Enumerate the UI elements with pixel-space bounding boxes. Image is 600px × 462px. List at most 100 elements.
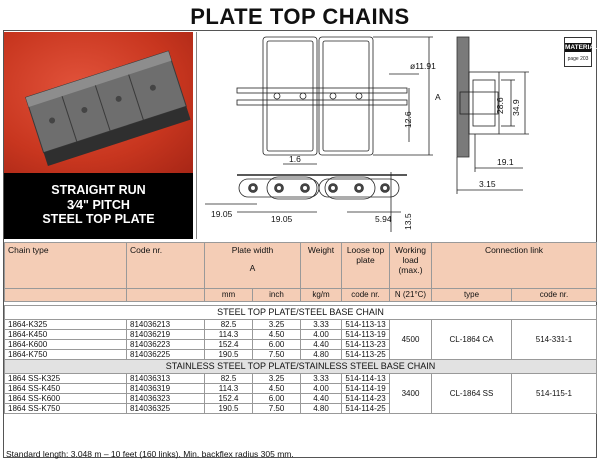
cell-mm: 114.3 (204, 329, 253, 340)
cell-kgm: 3.33 (300, 373, 342, 384)
dim-plate-width: A (435, 92, 441, 102)
section-title-stainless: STAINLESS STEEL TOP PLATE/STAINLESS STEE… (4, 359, 597, 374)
cell-inch: 3.25 (252, 373, 301, 384)
cell-mm: 152.4 (204, 339, 253, 350)
cell-mm: 190.5 (204, 403, 253, 414)
cell-code: 814036323 (126, 393, 205, 404)
cell-chain: 1864-K325 (4, 319, 127, 330)
dim-19-05-b: 19.05 (271, 214, 293, 224)
header-working-load: Working load (max.) (389, 242, 432, 289)
dim-3-15: 3.15 (479, 179, 496, 189)
cell-loose: 514-113-23 (341, 339, 390, 350)
cell-chain: 1864 SS-K750 (4, 403, 127, 414)
cell-loose: 514-113-19 (341, 329, 390, 340)
cell-mm: 152.4 (204, 393, 253, 404)
cell-mm: 190.5 (204, 349, 253, 360)
cell-inch: 4.50 (252, 383, 301, 394)
cell-chain: 1864-K450 (4, 329, 127, 340)
cell-code: 814036319 (126, 383, 205, 394)
cell-code: 814036219 (126, 329, 205, 340)
drawing-svg: ø11.91 A 12.6 1.6 19.05 19.05 5.94 13.5 … (205, 36, 529, 232)
table-row: 1864 SS-K600 814036323 152.4 6.00 4.40 5… (4, 393, 597, 404)
dim-1-6: 1.6 (289, 154, 301, 164)
cell-code: 814036313 (126, 373, 205, 384)
dim-19-05-a: 19.05 (211, 209, 233, 219)
cell-code: 814036223 (126, 339, 205, 350)
unit-code-nr: code nr. (341, 288, 390, 302)
cell-kgm: 4.00 (300, 329, 342, 340)
cell-loose: 514-114-13 (341, 373, 390, 384)
cell-inch: 6.00 (252, 393, 301, 404)
technical-drawing: ø11.91 A 12.6 1.6 19.05 19.05 5.94 13.5 … (196, 32, 599, 239)
header-chain-type: Chain type (4, 242, 127, 289)
table-row: 1864-K325 814036213 82.5 3.25 3.33 514-1… (4, 319, 597, 360)
cell-mm: 114.3 (204, 383, 253, 394)
dim-28-6: 28.6 (495, 97, 505, 114)
cell-inch: 7.50 (252, 403, 301, 414)
header-plate-width-sub: A (249, 263, 256, 273)
table-row: 1864-K450 814036219 114.3 4.50 4.00 514-… (4, 329, 597, 340)
caption-line-1: STRAIGHT RUN (51, 183, 146, 197)
cell-link-type: CL-1864 CA (431, 319, 512, 360)
dim-19-1: 19.1 (497, 157, 514, 167)
unit-inch: inch (252, 288, 301, 302)
cell-kgm: 4.40 (300, 393, 342, 404)
unit-code-nr-2: code nr. (511, 288, 597, 302)
cell-loose: 514-114-19 (341, 383, 390, 394)
photo-caption: STRAIGHT RUN 3⁄4" PITCH STEEL TOP PLATE (4, 173, 193, 239)
page-title: PLATE TOP CHAINS (190, 4, 410, 29)
cell-chain: 1864 SS-K325 (4, 373, 127, 384)
material-badge[interactable]: MATERIAL page 203 (564, 37, 599, 67)
dim-13-5: 13.5 (403, 213, 413, 230)
content-frame (3, 30, 597, 458)
cell-chain: 1864 SS-K450 (4, 383, 127, 394)
cell-kgm: 4.40 (300, 339, 342, 350)
cell-link-code: 514-115-1 (511, 373, 597, 414)
table-row: 1864 SS-K450 814036319 114.3 4.50 4.00 5… (4, 383, 597, 394)
unit-empty-1 (4, 288, 127, 302)
cell-kgm: 4.00 (300, 383, 342, 394)
cell-chain: 1864 SS-K600 (4, 393, 127, 404)
material-label: MATERIAL (565, 43, 599, 52)
dim-12-6: 12.6 (403, 111, 413, 128)
unit-mm: mm (204, 288, 253, 302)
caption-line-3: STEEL TOP PLATE (42, 212, 155, 226)
chain-spec-table: Chain type Code nr. Plate width A Weight… (4, 242, 597, 414)
cell-code: 814036325 (126, 403, 205, 414)
cell-code: 814036225 (126, 349, 205, 360)
cell-mm: 82.5 (204, 373, 253, 384)
cell-loose: 514-113-25 (341, 349, 390, 360)
caption-line-2: 3⁄4" PITCH (67, 197, 130, 212)
cell-inch: 4.50 (252, 329, 301, 340)
cell-loose: 514-114-25 (341, 403, 390, 414)
cell-loose: 514-113-13 (341, 319, 390, 330)
footnote: Standard length: 3.048 m – 10 feet (160 … (6, 449, 294, 459)
unit-temp: N (21°C) (389, 288, 432, 302)
table-row: 1864 SS-K325 814036313 82.5 3.25 3.33 51… (4, 373, 597, 414)
dim-5-94: 5.94 (375, 214, 392, 224)
cell-loose: 514-114-23 (341, 393, 390, 404)
unit-kgm: kg/m (300, 288, 342, 302)
cell-code: 814036213 (126, 319, 205, 330)
cell-working-load: 4500 (389, 319, 432, 360)
dim-34-9: 34.9 (511, 99, 521, 116)
table-row: 1864 SS-K750 814036325 190.5 7.50 4.80 5… (4, 403, 597, 414)
cell-chain: 1864-K600 (4, 339, 127, 350)
header-weight: Weight (300, 242, 342, 289)
cell-inch: 6.00 (252, 339, 301, 350)
cell-link-type: CL-1864 SS (431, 373, 512, 414)
header-plate-width: Plate width A (204, 242, 301, 289)
cell-link-code: 514-331-1 (511, 319, 597, 360)
section-title-steel: STEEL TOP PLATE/STEEL BASE CHAIN (4, 305, 597, 320)
header-connection-link: Connection link (431, 242, 597, 289)
cell-kgm: 4.80 (300, 403, 342, 414)
cell-kgm: 3.33 (300, 319, 342, 330)
cell-mm: 82.5 (204, 319, 253, 330)
unit-empty-2 (126, 288, 205, 302)
unit-type: type (431, 288, 512, 302)
cell-chain: 1864-K750 (4, 349, 127, 360)
table-row: 1864-K600 814036223 152.4 6.00 4.40 514-… (4, 339, 597, 350)
cell-inch: 3.25 (252, 319, 301, 330)
header-loose-top-plate: Loose top plate (341, 242, 390, 289)
product-photo (4, 32, 193, 173)
